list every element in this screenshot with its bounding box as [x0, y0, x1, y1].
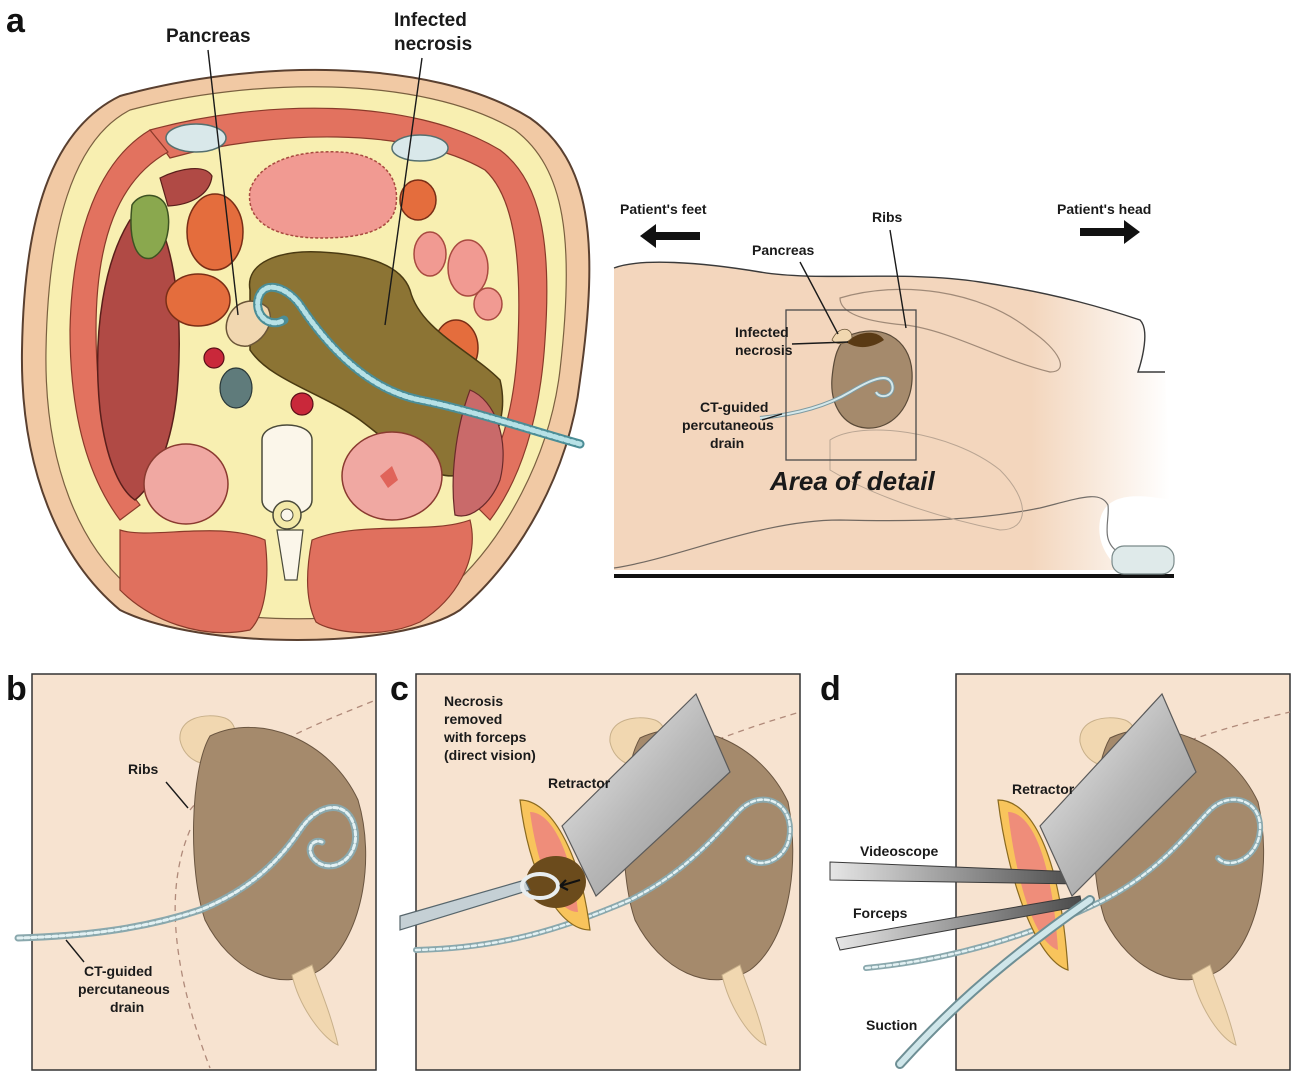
label-ribs-b: Ribs — [128, 761, 159, 777]
label-retractor-c: Retractor — [548, 775, 611, 791]
label-drain-3-side: drain — [710, 435, 744, 451]
panel-letter-d: d — [820, 670, 841, 708]
label-drain-3-b: drain — [110, 999, 144, 1015]
label-infected-side: Infected — [735, 324, 789, 340]
label-drain-1-b: CT-guided — [84, 963, 152, 979]
label-pancreas: Pancreas — [166, 26, 251, 47]
arrow-feet — [640, 224, 700, 248]
bowel-loop — [414, 232, 446, 276]
label-forceps-d: Forceps — [853, 905, 908, 921]
bowel-loop — [474, 288, 502, 320]
bowel-loop — [448, 240, 488, 296]
label-patients-head: Patient's head — [1057, 201, 1151, 217]
label-retractor-d: Retractor — [1012, 781, 1075, 797]
label-infected: Infected — [394, 10, 467, 31]
label-necrosis-4-c: (direct vision) — [444, 747, 536, 763]
support-pad — [1112, 546, 1174, 574]
label-patients-feet: Patient's feet — [620, 201, 707, 217]
rib-cartilage — [392, 135, 448, 161]
label-necrosis-side: necrosis — [735, 342, 793, 358]
panel-c: c Necrosis removed with forceps (direct … — [390, 670, 800, 1070]
vena-cava — [220, 368, 252, 408]
table-surface — [614, 574, 1174, 578]
panel-letter-b: b — [6, 670, 27, 708]
label-necrosis-2-c: removed — [444, 711, 502, 727]
label-ribs-side: Ribs — [872, 209, 903, 225]
kidney-left — [144, 444, 228, 524]
bowel-loop — [187, 194, 243, 270]
panel-d: d Retractor Videoscope Forceps Suction — [820, 670, 1290, 1070]
arrow-head — [1080, 220, 1140, 244]
label-drain-2-b: percutaneous — [78, 981, 170, 997]
label-pancreas-side: Pancreas — [752, 242, 814, 258]
panel-a-cross-section: a — [6, 2, 589, 640]
label-suction-d: Suction — [866, 1017, 917, 1033]
panel-b: b Ribs CT-guided percutaneous drain — [6, 670, 376, 1070]
panel-letter-c: c — [390, 670, 409, 708]
label-drain-2-side: percutaneous — [682, 417, 774, 433]
label-drain-1-side: CT-guided — [700, 399, 768, 415]
vessel — [291, 393, 313, 415]
label-videoscope-d: Videoscope — [860, 843, 939, 859]
label-necrosis: necrosis — [394, 34, 472, 55]
panel-letter-a: a — [6, 2, 26, 40]
label-necrosis-1-c: Necrosis — [444, 693, 503, 709]
panel-a-side-view: Patient's feet Patient's head Ribs Pancr… — [614, 201, 1174, 578]
label-necrosis-3-c: with forceps — [443, 729, 527, 745]
bowel-loop — [166, 274, 230, 326]
bowel-loop — [400, 180, 436, 220]
label-area-of-detail: Area of detail — [769, 466, 935, 496]
aorta — [204, 348, 224, 368]
